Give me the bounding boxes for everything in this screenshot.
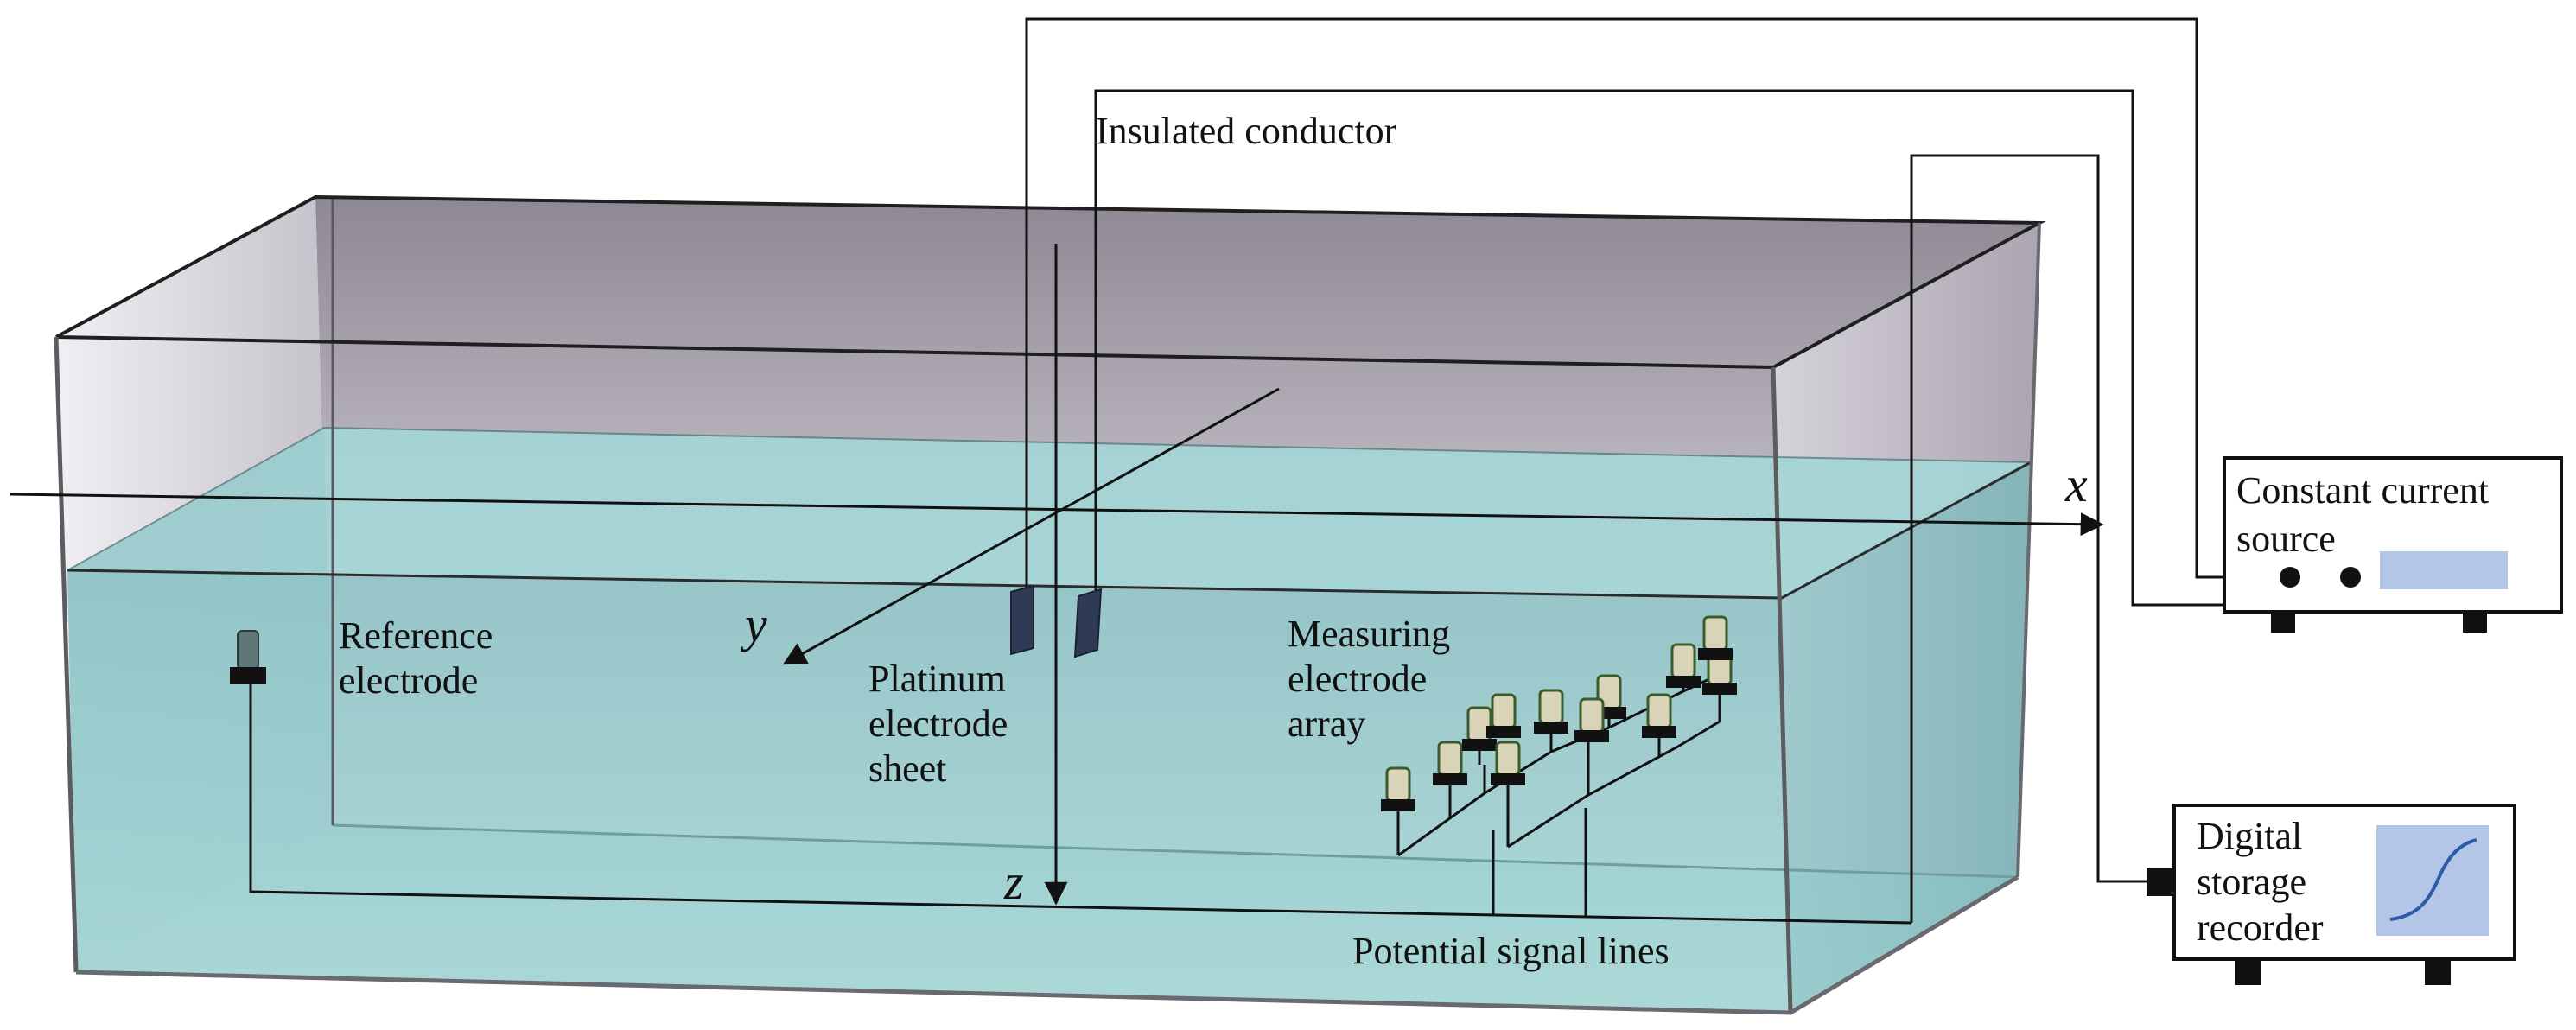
reference-electrode [230,630,266,684]
current-source-label-line-1: Constant current [2236,469,2489,512]
platinum-sheet-label-line-3: sheet [868,747,946,790]
tank-back-right-edge [2016,222,2041,878]
measuring-array-label-line-2: electrode [1288,658,1427,700]
measuring-electrode [1433,741,1467,785]
reference-electrode-label-line-2: electrode [339,659,478,702]
measuring-array-label-line-3: array [1288,703,1365,745]
water-front [67,570,1790,1013]
potential-signal-lines-label: Potential signal lines [1352,930,1670,972]
measuring-array-label-line-1: Measuring [1288,613,1450,655]
measuring-electrode [1534,689,1568,734]
tank-front-right-edge [1771,366,1793,1014]
platinum-electrode-sheet-1 [1010,584,1034,656]
recorder-foot-right [2425,959,2451,985]
current-source-terminal-1 [2280,567,2300,588]
y-axis [782,387,1280,665]
constant-current-source: Constant current source [2223,456,2563,633]
platinum-electrode-sheets [1010,584,1103,658]
water-surface-edge [67,461,2032,600]
reference-electrode-base [230,667,266,684]
recorder-label-line-2: storage [2197,861,2306,903]
current-source-foot-right [2463,612,2487,633]
current-source-terminal-2 [2340,567,2361,588]
current-source-display [2380,551,2508,589]
recorder-label-line-3: recorder [2197,906,2324,949]
water-tank [54,194,2046,1015]
measuring-electrode [1574,697,1609,742]
digital-storage-recorder: Digital storage recorder [2147,804,2516,985]
reference-electrode-body [237,630,259,670]
recorder-signal-wire [1910,154,2147,923]
recorder-waveform [2389,838,2477,921]
platinum-sheet-label-line-2: electrode [868,703,1008,745]
measuring-electrode [1462,706,1497,751]
platinum-sheet-label-line-1: Platinum [868,658,1006,700]
current-source-label-line-2: source [2236,518,2336,560]
water-back-edge [67,426,2032,571]
recorder-input-port [2147,868,2174,896]
current-source-foot-left [2271,612,2295,633]
coordinate-axes: x y z [10,244,2104,910]
measuring-electrode [1642,693,1676,738]
tank-bottom-edge [75,874,2019,1015]
diagram-labels: Insulated conductor Reference electrode … [339,110,1670,972]
water-surface [67,428,2031,598]
y-axis-label: y [741,596,767,652]
measuring-electrode [1698,615,1733,660]
measuring-electrode [1381,766,1415,811]
tank-inner-edge [332,823,2019,879]
insulated-conductor-label: Insulated conductor [1096,110,1397,152]
measuring-electrode-array [1381,615,1737,916]
reference-electrode-label-line-1: Reference [339,614,493,657]
tank-front-left-edge [54,336,79,973]
reference-electrode-wire [249,683,1912,925]
recorder-label-line-1: Digital [2197,815,2302,857]
measuring-electrode [1666,643,1701,688]
x-axis-label: x [2064,456,2088,512]
z-axis-label: z [1003,854,1024,910]
measuring-electrode [1486,693,1521,738]
platinum-electrode-sheet-2 [1073,588,1103,658]
measuring-electrode [1491,741,1525,785]
recorder-foot-left [2235,959,2261,985]
